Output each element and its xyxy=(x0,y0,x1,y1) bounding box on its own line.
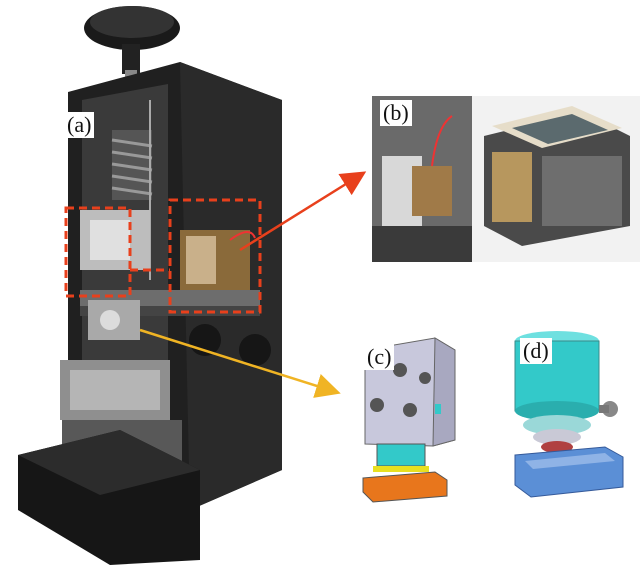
machine-photo xyxy=(0,0,300,569)
model-d xyxy=(505,325,635,505)
spring-icon xyxy=(111,100,153,280)
label-c: (c) xyxy=(364,344,395,370)
label-b: (b) xyxy=(380,100,412,126)
label-a: (a) xyxy=(64,112,95,138)
label-d: (d) xyxy=(520,338,552,364)
transformer-photo xyxy=(372,96,640,262)
transformer-icon xyxy=(180,230,256,290)
